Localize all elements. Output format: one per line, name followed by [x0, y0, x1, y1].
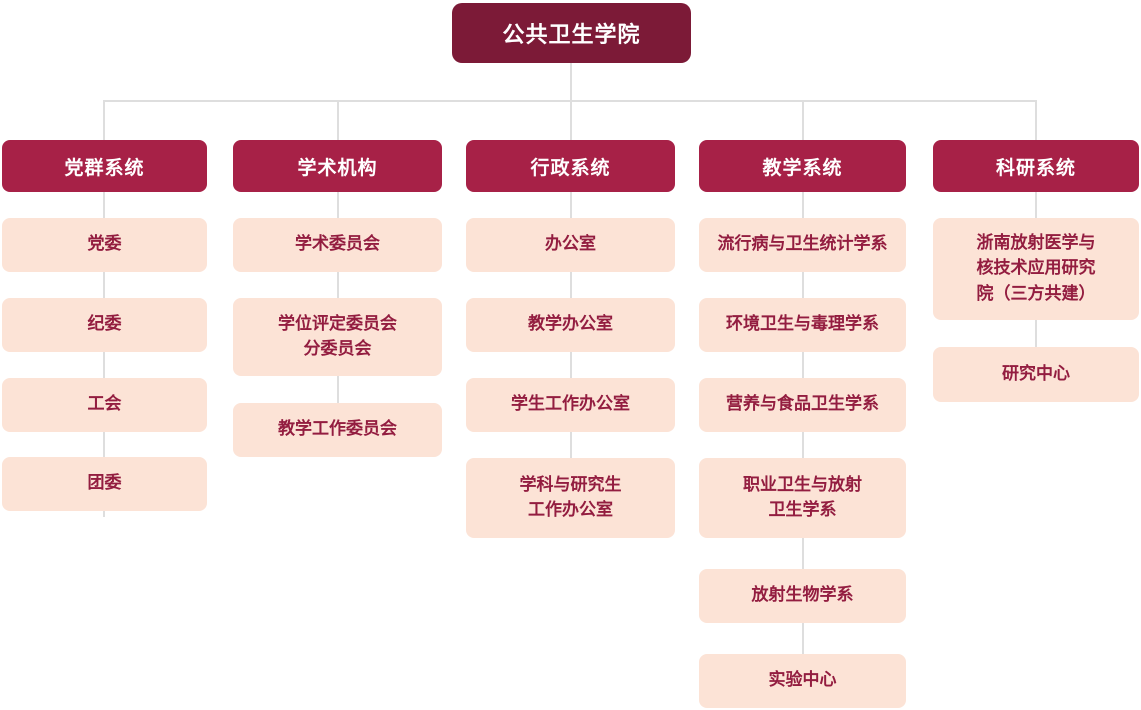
- org-node: 放射生物学系: [699, 569, 906, 623]
- org-node: 浙南放射医学与 核技术应用研究 院（三方共建）: [933, 218, 1139, 320]
- connector-trunk: [570, 63, 572, 101]
- connector-drop-3: [570, 102, 572, 140]
- org-node: 办公室: [466, 218, 675, 272]
- org-node: 流行病与卫生统计学系: [699, 218, 906, 272]
- column-line-4: [802, 192, 804, 684]
- org-node: 团委: [2, 457, 207, 511]
- branch-header-administrative-system: 行政系统: [466, 140, 675, 192]
- org-root-node: 公共卫生学院: [452, 3, 691, 63]
- org-node: 党委: [2, 218, 207, 272]
- column-line-1: [103, 192, 105, 517]
- org-node: 营养与食品卫生学系: [699, 378, 906, 432]
- org-node: 纪委: [2, 298, 207, 352]
- branch-header-academic-institutions: 学术机构: [233, 140, 442, 192]
- org-node: 教学办公室: [466, 298, 675, 352]
- org-node: 学位评定委员会 分委员会: [233, 298, 442, 376]
- org-node: 研究中心: [933, 347, 1139, 402]
- connector-drop-2: [337, 102, 339, 140]
- org-node: 工会: [2, 378, 207, 432]
- org-node: 环境卫生与毒理学系: [699, 298, 906, 352]
- org-node: 学术委员会: [233, 218, 442, 272]
- connector-horizontal: [103, 100, 1037, 102]
- org-node: 实验中心: [699, 654, 906, 708]
- branch-header-party-mass-system: 党群系统: [2, 140, 207, 192]
- branch-header-research-system: 科研系统: [933, 140, 1139, 192]
- org-node: 学科与研究生 工作办公室: [466, 458, 675, 538]
- org-node: 教学工作委员会: [233, 403, 442, 457]
- connector-drop-4: [802, 102, 804, 140]
- branch-header-teaching-system: 教学系统: [699, 140, 906, 192]
- org-node: 学生工作办公室: [466, 378, 675, 432]
- connector-drop-5: [1035, 102, 1037, 140]
- connector-drop-1: [103, 102, 105, 140]
- org-node: 职业卫生与放射 卫生学系: [699, 458, 906, 538]
